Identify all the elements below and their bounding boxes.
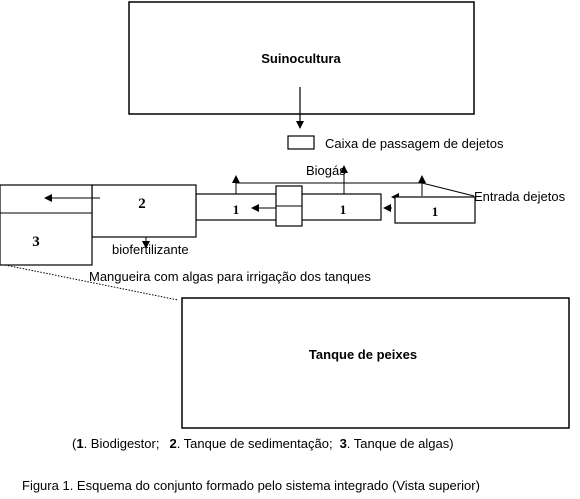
suinocultura-label: Suinocultura <box>261 51 341 66</box>
legend-num-2: 2 <box>169 436 176 451</box>
entrada-diagonal-line <box>421 182 475 197</box>
legend-text-2: . Tanque de sedimentação; <box>177 436 333 451</box>
mangueira-label: Mangueira com algas para irrigação dos t… <box>89 269 371 284</box>
biodigestor-right-num: 1 <box>432 204 439 219</box>
legend-text-3: . Tanque de algas) <box>347 436 454 451</box>
biogas-label: Biogás <box>306 163 346 178</box>
biodigestor-mid-num: 1 <box>340 202 347 217</box>
tank-2-box <box>91 184 197 238</box>
biodigestor-left-num: 1 <box>233 202 240 217</box>
legend-num-3: 3 <box>340 436 347 451</box>
tanque-peixes-label: Tanque de peixes <box>309 347 417 362</box>
legend-num-1: 1 <box>76 436 83 451</box>
figure-caption: Figura 1. Esquema do conjunto formado pe… <box>22 478 480 493</box>
suinocultura-box <box>128 1 475 115</box>
caixa-box <box>287 135 315 150</box>
tanque-peixes-box <box>181 297 570 429</box>
legend-text-1: . Biodigestor; <box>84 436 160 451</box>
legend-open: ( <box>72 436 77 451</box>
tank-3-num: 3 <box>32 234 40 250</box>
mangueira-hose <box>4 264 179 301</box>
biodigestor-right <box>394 196 476 224</box>
tank-2-num: 2 <box>138 196 146 212</box>
caixa-label: Caixa de passagem de dejetos <box>325 136 504 151</box>
legend: (1. Biodigestor; 2. Tanque de sedimentaçã… <box>72 436 454 451</box>
tank-3-box <box>0 184 93 266</box>
entrada-label: Entrada dejetos <box>474 189 566 204</box>
biofertilizante-label: biofertilizante <box>112 242 189 257</box>
